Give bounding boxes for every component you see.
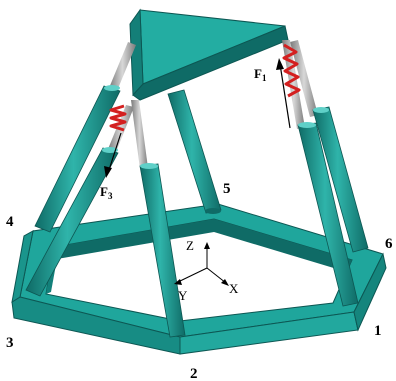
leg-2-rod	[131, 100, 148, 169]
leg-4	[34, 42, 136, 233]
arrow-icon	[276, 58, 284, 70]
leg-2	[131, 100, 186, 338]
spring-icon	[109, 104, 127, 132]
leg-6	[290, 40, 369, 253]
platform-side-face-front	[132, 25, 289, 101]
force-arrow-f3	[104, 132, 122, 178]
leg-1-rod	[282, 40, 305, 129]
force-label-f3: F3	[100, 184, 113, 201]
arrow-icon	[104, 166, 112, 178]
vertex-label-5: 5	[223, 181, 231, 197]
leg-6-rod	[290, 40, 318, 117]
vertex-label-2: 2	[190, 366, 198, 381]
vertex-label-6: 6	[385, 236, 393, 252]
force-arrow-f1	[276, 58, 291, 129]
base-inner-rim-back	[54, 219, 352, 272]
force-label-f1: F1	[254, 66, 267, 83]
leg-5	[167, 89, 222, 214]
axis-label-x: X	[229, 281, 239, 296]
leg-4-rod	[109, 42, 136, 91]
top-platform	[129, 8, 289, 101]
spring-icon	[282, 43, 301, 98]
base-frame	[11, 203, 387, 355]
base-front-face-1-6	[353, 252, 387, 332]
vertex-label-3: 3	[6, 335, 14, 351]
base-front-face-4-3	[11, 230, 34, 304]
vertex-label-1: 1	[374, 323, 382, 339]
coordinate-axes: Z X Y	[174, 238, 239, 303]
leg-1	[282, 40, 359, 307]
vertex-label-4: 4	[6, 214, 14, 230]
axis-label-y: Y	[178, 288, 188, 303]
axis-label-z: Z	[186, 238, 194, 253]
